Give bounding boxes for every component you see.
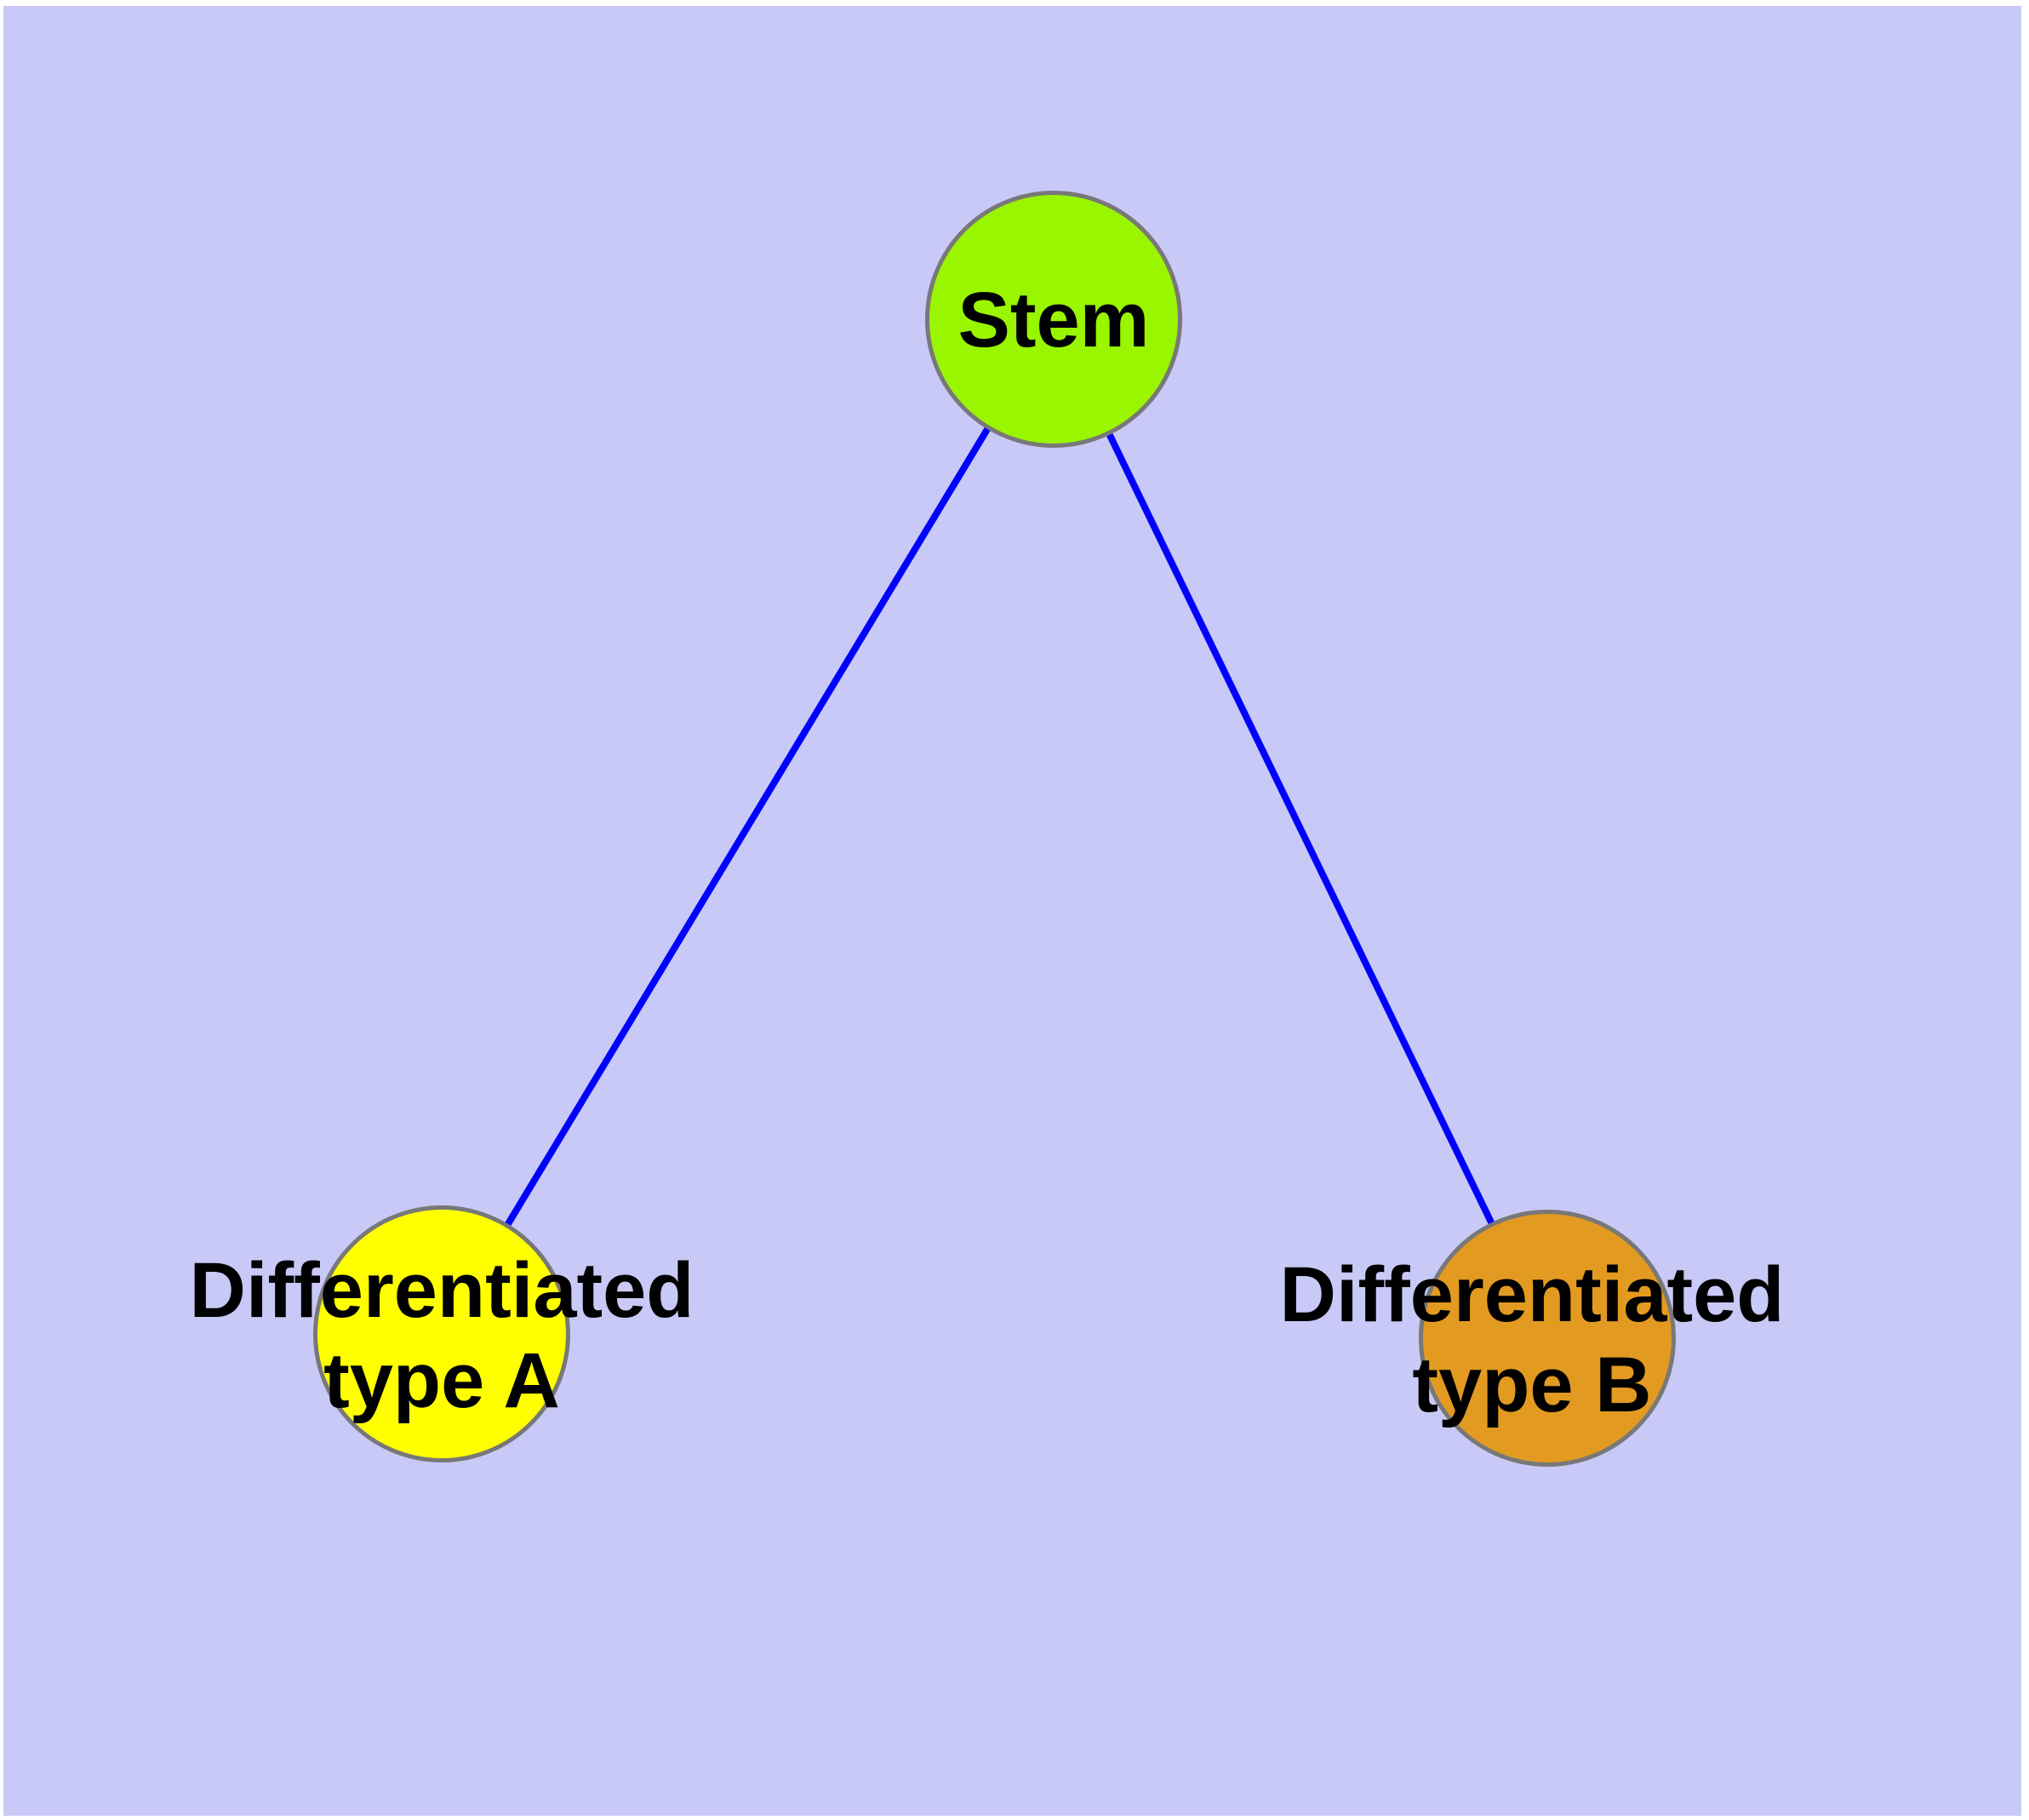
node-label-stem: Stem: [958, 276, 1150, 366]
node-label-type-b-line2: type B: [1412, 1342, 1652, 1428]
node-stem: [925, 191, 1182, 448]
node-label-stem-text: Stem: [957, 277, 1150, 364]
node-label-differentiated-type-a: Differentiated type A: [190, 1246, 694, 1427]
node-label-type-a-line2: type A: [323, 1337, 560, 1424]
node-label-differentiated-type-b: Differentiated type B: [1280, 1251, 1785, 1431]
node-label-type-b-line1: Differentiated: [1279, 1251, 1785, 1339]
node-label-type-a-line1: Differentiated: [189, 1247, 694, 1335]
node-differentiated-type-a: [313, 1205, 570, 1462]
edge-stem-to-type-b: [1050, 318, 1551, 1340]
edge-stem-to-type-a: [438, 317, 1057, 1336]
node-differentiated-type-b: [1419, 1210, 1676, 1467]
